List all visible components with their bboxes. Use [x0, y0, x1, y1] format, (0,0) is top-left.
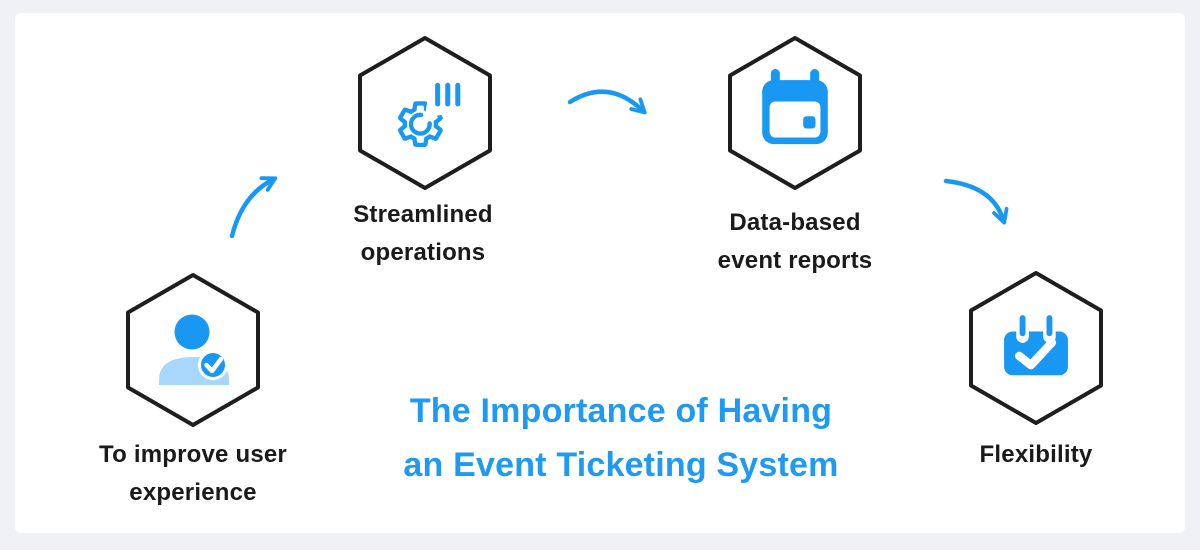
arrow-user-to-operations-icon — [229, 176, 278, 239]
node-label-line: Data-based — [729, 209, 861, 236]
hexagon-outline — [126, 273, 260, 427]
calendar-check-icon — [1004, 313, 1068, 376]
user-check-icon — [159, 314, 229, 385]
node-label-streamlined-operations: Streamlined operations — [273, 196, 573, 272]
node-label-data-based-event-reports: Data-based event reports — [645, 204, 945, 280]
gear-stats-icon — [398, 79, 465, 148]
node-streamlined-operations — [355, 34, 495, 192]
page-title-line: an Event Ticketing System — [403, 446, 839, 484]
page-title-line: The Importance of Having — [409, 392, 833, 430]
node-improve-user-experience — [123, 271, 263, 429]
node-flexibility — [966, 269, 1106, 427]
node-label-line: Streamlined — [353, 201, 493, 228]
node-data-based-event-reports — [725, 34, 865, 192]
arrow-reports-to-flexibility-icon — [943, 178, 1009, 225]
page-title: The Importance of Having an Event Ticket… — [351, 384, 891, 492]
node-label-line: To improve user — [99, 441, 287, 468]
hexagon-outline — [358, 36, 492, 190]
node-label-line: event reports — [717, 247, 873, 274]
node-label-line: Flexibility — [979, 441, 1093, 468]
calendar-icon — [762, 69, 828, 145]
arrow-operations-to-reports-icon — [567, 89, 647, 115]
node-label-line: experience — [129, 479, 257, 506]
infographic-card — [15, 13, 1185, 533]
node-label-improve-user-experience: To improve user experience — [43, 436, 343, 512]
node-label-flexibility: Flexibility — [886, 436, 1186, 474]
node-label-line: operations — [360, 239, 486, 266]
